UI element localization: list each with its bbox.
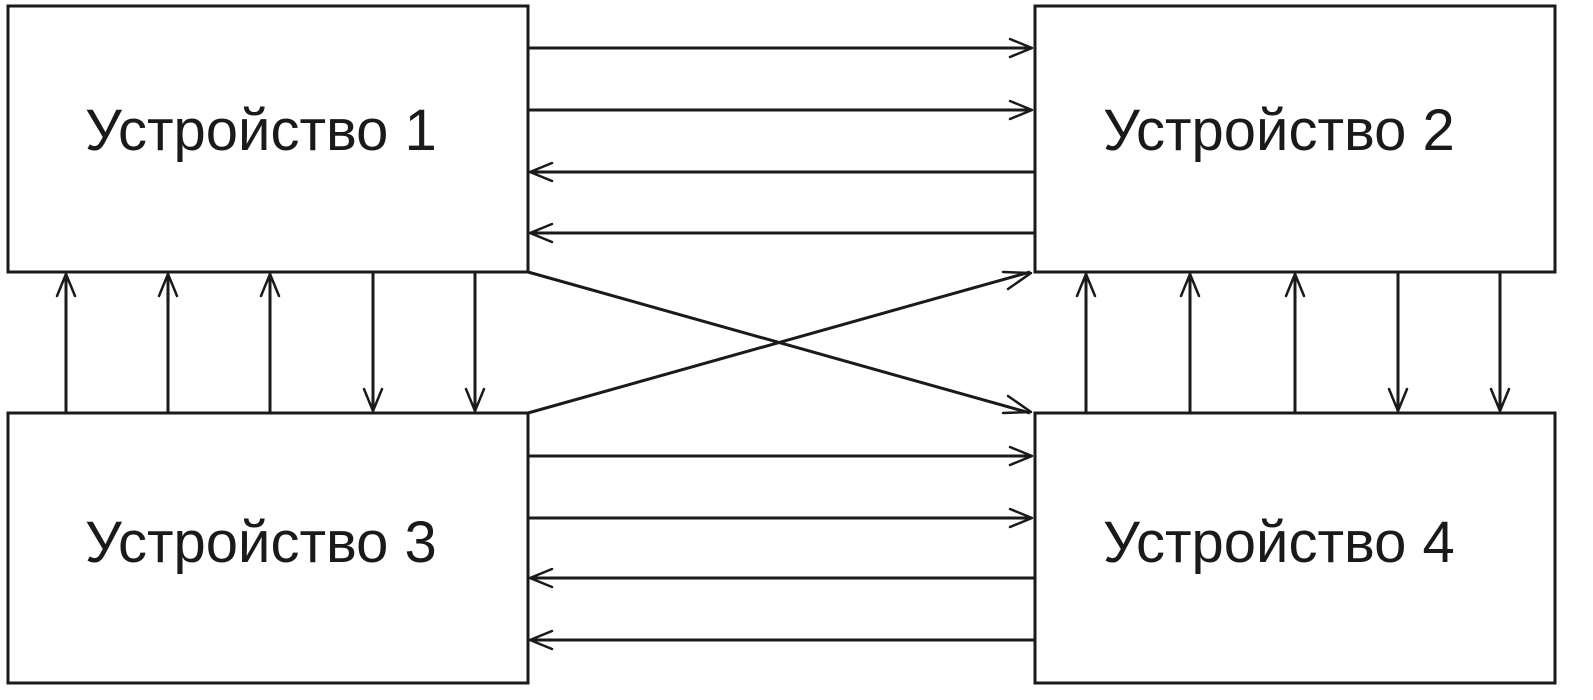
device-1: Устройство 1 <box>6 4 530 274</box>
arrow-3-to-1-b <box>157 272 179 413</box>
device-2-label: Устройство 2 <box>1103 98 1455 163</box>
arrow-4-to-2-c <box>1284 272 1306 413</box>
arrow-2-to-4-b <box>1489 272 1511 413</box>
arrow-3-to-1-a <box>55 272 77 413</box>
device-3: Устройство 3 <box>6 411 530 685</box>
arrow-1-to-2-b <box>528 99 1034 121</box>
connections-1-3 <box>55 272 486 413</box>
arrow-1-to-3-b <box>464 272 486 413</box>
device-4-label: Устройство 4 <box>1103 510 1455 575</box>
arrow-3-to-1-c <box>259 272 281 413</box>
device-2: Устройство 2 <box>1033 4 1557 274</box>
arrow-4-to-2-a <box>1075 272 1097 413</box>
arrow-1-to-3-a <box>362 272 384 413</box>
device-2-box <box>1033 4 1557 274</box>
arrow-4-to-3-b <box>528 629 1035 651</box>
device-3-box <box>6 411 530 685</box>
device-1-box <box>6 4 530 274</box>
arrow-1-to-2-a <box>528 37 1034 59</box>
device-4: Устройство 4 <box>1033 411 1557 685</box>
arrow-2-to-4-a <box>1387 272 1409 413</box>
cross-connections <box>527 270 1033 415</box>
arrow-4-to-3-a <box>528 567 1035 589</box>
connections-1-2 <box>528 37 1035 244</box>
arrow-2-to-1-a <box>528 161 1035 183</box>
device-4-box <box>1033 411 1557 685</box>
arrow-3-to-4-a <box>528 445 1034 467</box>
device-3-label: Устройство 3 <box>85 510 437 575</box>
connections-3-4 <box>528 445 1035 651</box>
arrow-3-to-2-diagonal <box>527 270 1033 415</box>
arrow-3-to-4-b <box>528 507 1034 529</box>
device-1-label: Устройство 1 <box>85 98 437 163</box>
arrow-4-to-2-b <box>1179 272 1201 413</box>
arrow-2-to-1-b <box>528 222 1035 244</box>
connections-2-4 <box>1075 272 1511 413</box>
